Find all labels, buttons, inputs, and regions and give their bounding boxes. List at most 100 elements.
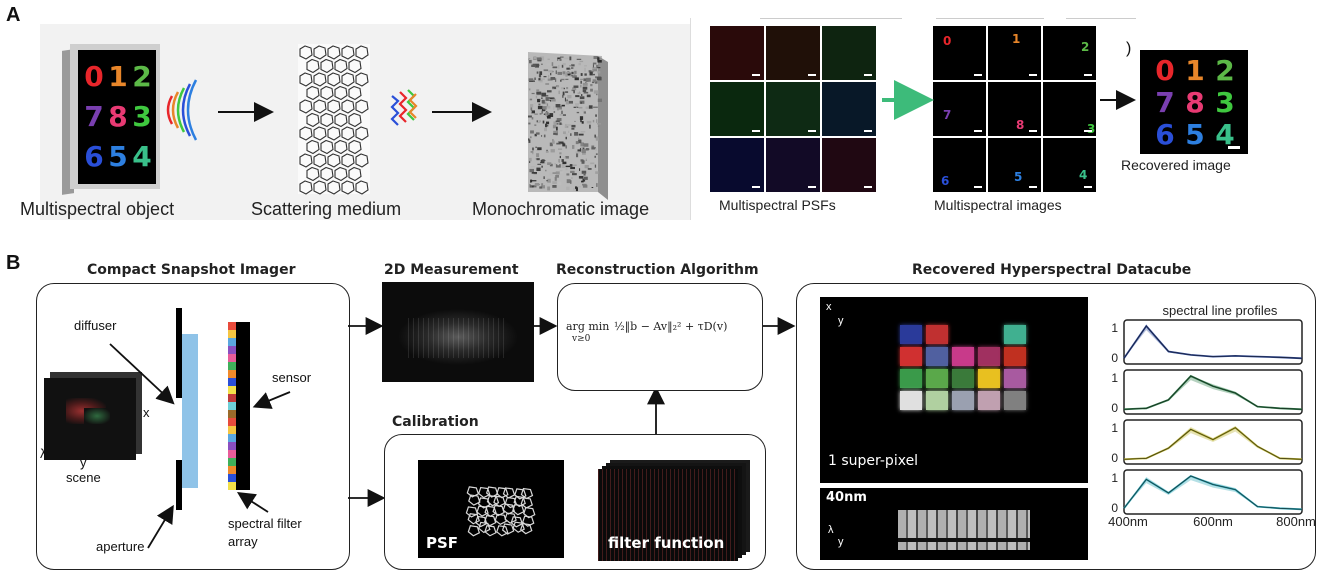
recovered-digit: 0	[1155, 54, 1175, 87]
label-axis-y: y	[80, 455, 87, 470]
profile-reference-line	[1123, 427, 1303, 460]
formula-body: ½‖b − Av‖₂² + τD(v)	[614, 320, 728, 333]
y-tick-1: 1	[1111, 321, 1118, 335]
recovered-digit: 8	[1185, 86, 1205, 119]
datacube-super-pixel	[1004, 369, 1026, 388]
filter-cell	[228, 346, 236, 354]
datacube-super-pixel	[926, 369, 948, 388]
chart-title: spectral line profiles	[1163, 303, 1278, 318]
pointer-filter-array	[236, 492, 269, 513]
datacube-super-pixel	[926, 325, 948, 344]
heading-calibration: Calibration	[392, 414, 479, 430]
scale-bar	[974, 74, 982, 76]
cell-digit: 2	[1081, 40, 1090, 54]
multispectral-image-cell: 0	[933, 26, 986, 80]
panel-a-right-arrows	[882, 80, 1136, 120]
reconstruction-formula: arg min v≥0 ½‖b − Av‖₂² + τD(v)	[566, 316, 756, 350]
multispectral-image-cell: 7	[933, 82, 986, 136]
datacube-super-pixel	[900, 369, 922, 388]
label-axis-lambda: λ	[40, 446, 47, 461]
y-tick-1: 1	[1111, 371, 1118, 385]
psf-cell	[710, 82, 764, 136]
pointer-aperture	[147, 504, 174, 549]
recovered-digit: 5	[1185, 118, 1205, 151]
filter-cell	[228, 418, 236, 426]
cell-digit: 6	[941, 174, 950, 188]
heading-reconstruction-algorithm: Reconstruction Algorithm	[556, 262, 759, 278]
formula-sub: v≥0	[572, 334, 591, 344]
label-sensor: sensor	[272, 370, 312, 385]
psf-cell	[822, 26, 876, 80]
label-super-pixel: 1 super-pixel	[828, 453, 919, 469]
multispectral-image-cell: 1	[988, 26, 1041, 80]
scale-bar	[808, 74, 816, 76]
label-spectral-filter-2: array	[228, 534, 258, 549]
object-digit: 0	[84, 60, 104, 93]
recovered-datacube-image: x y 1 super-pixel	[820, 297, 1088, 483]
filter-cell	[228, 330, 236, 338]
filter-cell	[228, 370, 236, 378]
multispectral-image-cell: 6	[933, 138, 986, 192]
multispectral-image-cell: 5	[988, 138, 1041, 192]
spectral-slice-image: 40nm λ y	[820, 488, 1088, 560]
heading-compact-snapshot-imager: Compact Snapshot Imager	[87, 262, 296, 278]
filter-cell	[228, 426, 236, 434]
datacube-super-pixel	[978, 347, 1000, 366]
datacube-super-pixel	[900, 347, 922, 366]
filter-cell	[228, 386, 236, 394]
datacube-super-pixel	[952, 347, 974, 366]
recovered-digit: 1	[1185, 54, 1205, 87]
datacube-super-pixel	[952, 369, 974, 388]
monochromatic-image	[528, 52, 608, 200]
filter-function-stack: filter function	[598, 460, 750, 561]
cell-digit: 1	[1012, 32, 1021, 46]
datacube-super-pixel	[952, 391, 974, 410]
multispectral-image-cell: 8	[988, 82, 1041, 136]
scale-bar	[1029, 186, 1037, 188]
psf-cell	[710, 26, 764, 80]
profile-reference-line	[1123, 475, 1303, 510]
datacube-super-pixel	[900, 325, 922, 344]
y-tick-0: 0	[1111, 401, 1118, 415]
filter-cell	[228, 482, 236, 490]
scale-bar	[864, 74, 872, 76]
scattered-waves	[390, 89, 418, 126]
y-tick-1: 1	[1111, 471, 1118, 485]
panel-a-label: A	[6, 4, 21, 26]
psf-cell	[710, 138, 764, 192]
object-digit: 8	[108, 100, 128, 133]
scale-bar	[864, 130, 872, 132]
psf-cell	[822, 82, 876, 136]
profile-frame	[1123, 319, 1303, 365]
scale-bar	[1228, 146, 1240, 149]
filter-cell	[228, 378, 236, 386]
y-tick-0: 0	[1111, 351, 1118, 365]
recovered-digit: 7	[1155, 86, 1175, 119]
scale-bar	[974, 186, 982, 188]
filter-cell	[228, 434, 236, 442]
x-tick-label: 800nm	[1276, 514, 1316, 529]
aperture-bottom	[176, 460, 182, 510]
object-digit: 4	[132, 140, 152, 173]
incident-waves	[166, 79, 198, 141]
caption-multispectral-images: Multispectral images	[934, 197, 1062, 213]
scale-bar	[974, 130, 982, 132]
object-digit: 2	[132, 60, 152, 93]
diffuser-plate	[182, 334, 198, 488]
heading-2d-measurement: 2D Measurement	[384, 262, 519, 278]
filter-cell	[228, 322, 236, 330]
filter-cell	[228, 410, 236, 418]
psf-cell	[766, 82, 820, 136]
filter-cell	[228, 466, 236, 474]
label-aperture: aperture	[96, 539, 145, 554]
x-tick-label: 600nm	[1193, 514, 1233, 529]
caption-multispectral-object: Multispectral object	[20, 199, 175, 219]
filter-cell	[228, 402, 236, 410]
recovered-digit: 3	[1215, 86, 1235, 119]
filter-cell	[228, 442, 236, 450]
cell-digit: 3	[1087, 122, 1096, 136]
label-spectral-filter-1: spectral filter	[228, 516, 302, 531]
